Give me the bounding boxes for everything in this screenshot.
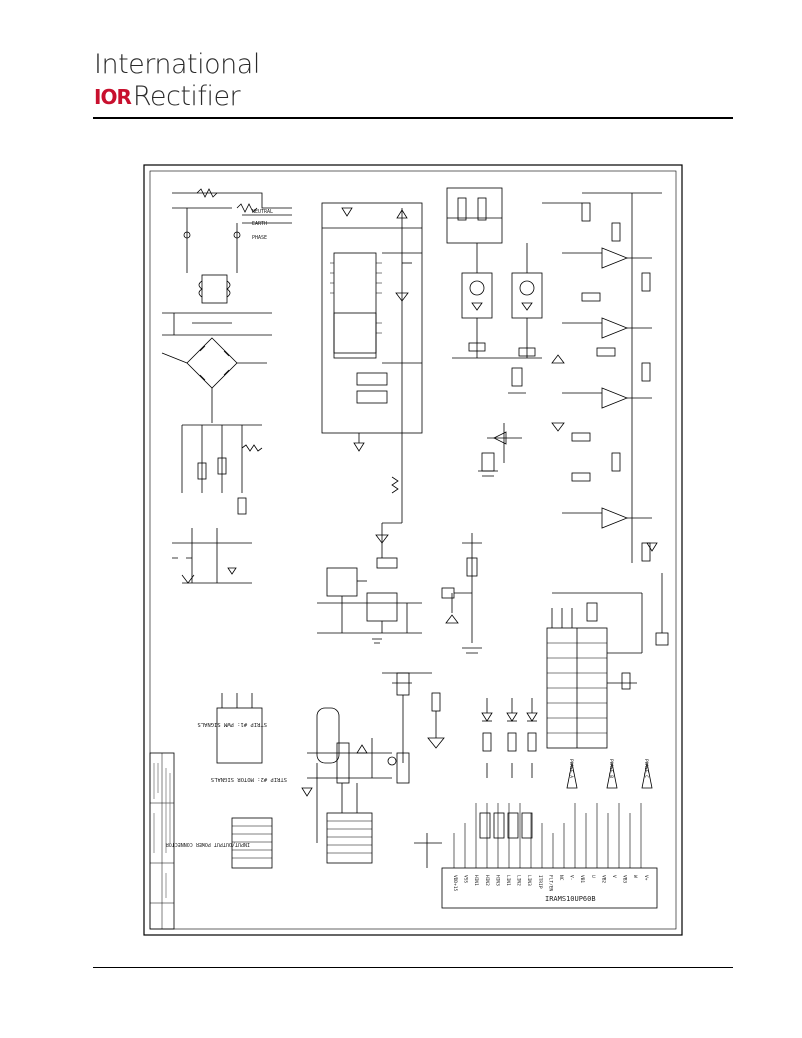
current-sense-section	[446, 187, 543, 477]
irams-module	[414, 762, 658, 909]
chip-pin-label: VDD+15	[452, 875, 458, 892]
company-name-line1: International	[94, 49, 260, 80]
chip-pin-label: HIN3	[494, 875, 500, 886]
strip1-section	[301, 707, 410, 864]
chip-pin-label: LIN3	[526, 875, 532, 886]
strip2-label: STRIP #2: MOTOR SIGNALS	[211, 776, 287, 782]
title-block	[149, 752, 175, 930]
indicator-led-section	[382, 672, 538, 778]
op-amp-section	[542, 192, 662, 563]
chip-pin-label: LIN1	[505, 875, 511, 886]
schematic-inner-frame	[149, 170, 677, 930]
neutral-label: NEUTRAL	[252, 209, 273, 215]
controller-header-section	[546, 573, 669, 749]
phase-label: PHASE	[252, 235, 267, 241]
earth-label: EARTH	[252, 221, 267, 227]
company-name-rectifier: Rectifier	[132, 81, 241, 112]
chip-pin-label: ITRIP	[537, 875, 543, 889]
strip2-section	[216, 693, 273, 869]
footer-divider	[93, 967, 733, 968]
ac-input-section	[161, 188, 292, 584]
schematic-labels: IRAMS10UP60B STRIP #1: PWM SIGNALS STRIP…	[165, 209, 596, 903]
phase-labels: PHASE_A PHASE_B PHASE_C	[568, 759, 649, 778]
chip-pin-label: U	[590, 875, 596, 878]
strip1-label: STRIP #1: PWM SIGNALS	[197, 721, 267, 727]
phase-output-label: PHASE_A	[568, 759, 574, 778]
header-divider	[93, 117, 733, 119]
power-connector-label: INPUT/OUTPUT POWER CONNECTOR	[165, 841, 250, 847]
regulator-section	[317, 533, 482, 654]
phase-output-label: PHASE_B	[608, 759, 614, 778]
chip-pin-label: V-	[569, 875, 575, 880]
chip-pin-label: LIN2	[516, 875, 522, 886]
chip-pin-label: W	[632, 875, 638, 878]
chip-pin-label: VB2	[600, 875, 606, 883]
chip-pin-label: VB3	[622, 875, 628, 883]
schematic-frame	[143, 164, 683, 936]
circuit-schematic-figure: IRAMS10UP60B STRIP #1: PWM SIGNALS STRIP…	[142, 163, 684, 937]
phase-output-label: PHASE_C	[643, 759, 649, 778]
chip-pin-label: V+	[643, 875, 649, 881]
chip-pin-label: VB1	[579, 875, 585, 883]
chip-pin-label: HIN1	[473, 875, 479, 886]
driver-ic-block	[321, 202, 423, 558]
chip-pin-labels: VDD+15 VSS HIN1 HIN2 HIN3 LIN1 LIN2 LIN3 ITRIP FL…	[452, 875, 649, 892]
chip-pin-label: NC	[558, 875, 564, 881]
company-name-line2: IOR Rectifier	[94, 82, 260, 112]
chip-pin-label: VSS	[463, 875, 469, 883]
chip-label: IRAMS10UP60B	[545, 895, 596, 903]
ior-logo-mark: IOR	[94, 85, 132, 109]
company-logo: International IOR Rectifier	[94, 50, 260, 112]
chip-pin-label: FLT/EN	[547, 875, 553, 892]
chip-pin-label: V	[611, 875, 617, 878]
chip-pin-label: HIN2	[484, 875, 490, 886]
